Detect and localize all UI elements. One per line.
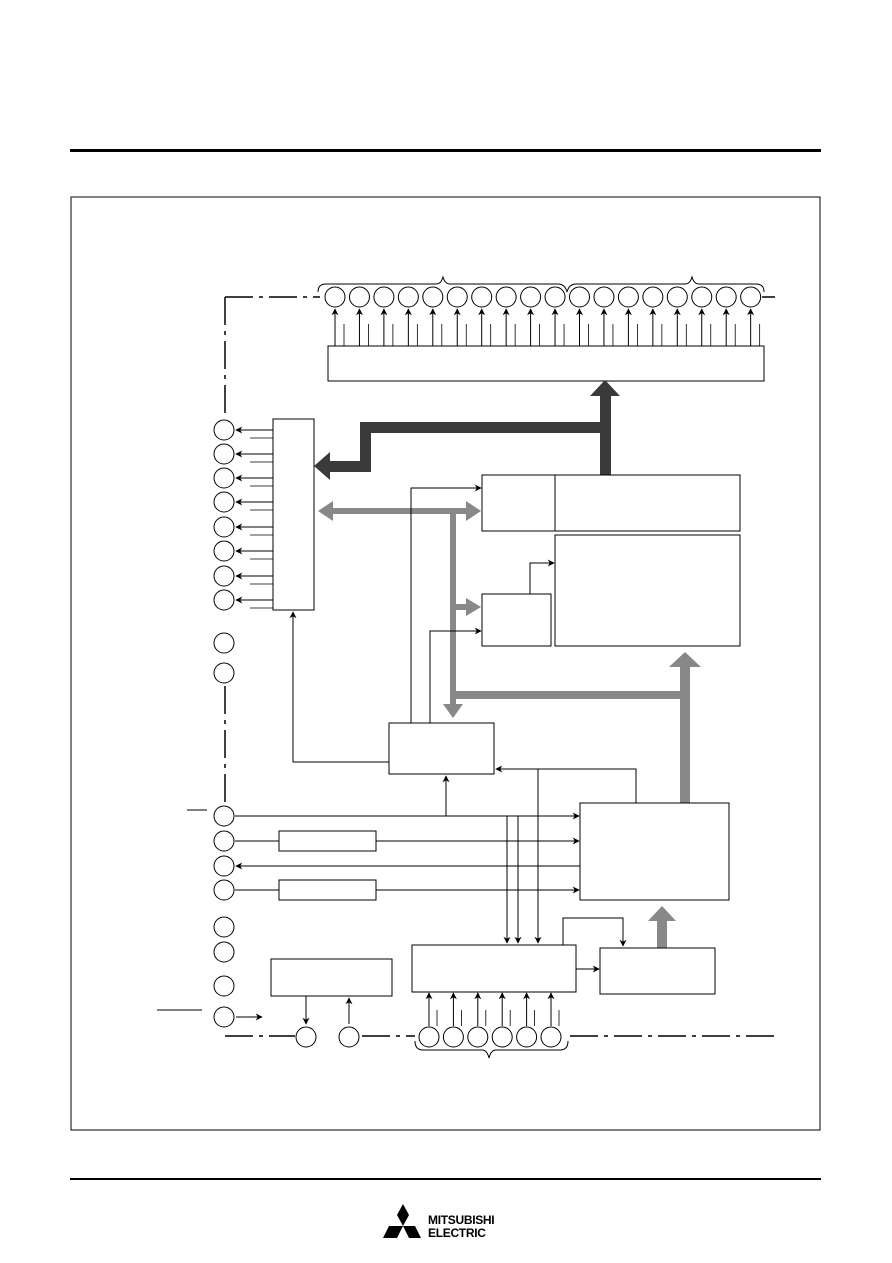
left-pin xyxy=(213,565,235,587)
left-pin xyxy=(213,975,235,997)
logo-line2: ELECTRIC xyxy=(428,1226,486,1240)
cpu-box xyxy=(579,802,730,901)
top-pin xyxy=(691,286,713,308)
clock-box xyxy=(270,958,393,997)
top-pin xyxy=(422,286,444,308)
timer-box xyxy=(599,947,716,995)
left-pins xyxy=(213,419,273,1028)
bottom-pin xyxy=(540,1026,562,1048)
dark-bus xyxy=(314,380,620,480)
left-pin xyxy=(213,491,235,513)
memory-box xyxy=(554,534,741,647)
clock-pin xyxy=(295,1026,317,1048)
top-pin xyxy=(593,286,615,308)
top-pin xyxy=(617,286,639,308)
top-pin xyxy=(520,286,542,308)
control-box xyxy=(388,722,495,775)
left-pin xyxy=(213,467,235,489)
chip-boundary xyxy=(224,296,775,1037)
footer-rule xyxy=(70,1178,821,1180)
top-pin xyxy=(740,286,762,308)
left-pin xyxy=(213,1006,235,1028)
three-diamonds-icon xyxy=(383,1204,421,1238)
clock-pin xyxy=(338,1026,360,1048)
bottom-pin xyxy=(467,1026,489,1048)
left-pin xyxy=(213,916,235,938)
register-box-small xyxy=(481,474,556,532)
top-pin xyxy=(569,286,590,308)
top-pins xyxy=(324,286,762,346)
bottom-pin xyxy=(516,1026,538,1048)
top-pin xyxy=(373,286,395,308)
diagram-frame xyxy=(70,196,821,1131)
left-pin xyxy=(213,941,235,963)
output-buffer-box xyxy=(278,879,377,901)
top-pin xyxy=(446,286,468,308)
bottom-pin xyxy=(418,1026,440,1048)
bottom-pins-brace xyxy=(414,1040,569,1059)
top-pin xyxy=(471,286,493,308)
bottom-pin xyxy=(491,1026,513,1048)
control-lines xyxy=(157,484,637,1025)
top-pin xyxy=(642,286,664,308)
header-rule xyxy=(70,149,821,152)
left-port-block xyxy=(272,418,315,611)
left-pin xyxy=(213,632,235,654)
bottom-pins xyxy=(295,992,562,1048)
left-pin xyxy=(213,419,235,441)
left-pin xyxy=(213,855,235,877)
left-pin xyxy=(213,589,235,611)
gray-bus xyxy=(318,501,701,949)
left-pin xyxy=(213,830,235,852)
input-buffer-box xyxy=(278,830,377,852)
logo-line1: MITSUBISHI xyxy=(428,1213,495,1227)
left-pin xyxy=(213,540,235,562)
bottom-pin xyxy=(442,1026,464,1048)
top-pins-brace xyxy=(317,275,765,293)
top-pin xyxy=(397,286,419,308)
left-pin xyxy=(213,879,235,901)
top-pin xyxy=(666,286,688,308)
top-pin xyxy=(495,286,517,308)
left-pin xyxy=(213,662,235,684)
top-pin xyxy=(544,286,566,308)
top-pin xyxy=(324,286,346,308)
left-pin xyxy=(213,516,235,538)
register-box-wide xyxy=(554,474,741,532)
bottom-port-block xyxy=(411,944,577,993)
left-pin xyxy=(213,443,235,465)
left-pin xyxy=(213,805,235,827)
top-pin xyxy=(715,286,737,308)
small-logic-box xyxy=(481,593,552,647)
top-pin xyxy=(348,286,370,308)
top-port-block xyxy=(327,345,765,382)
